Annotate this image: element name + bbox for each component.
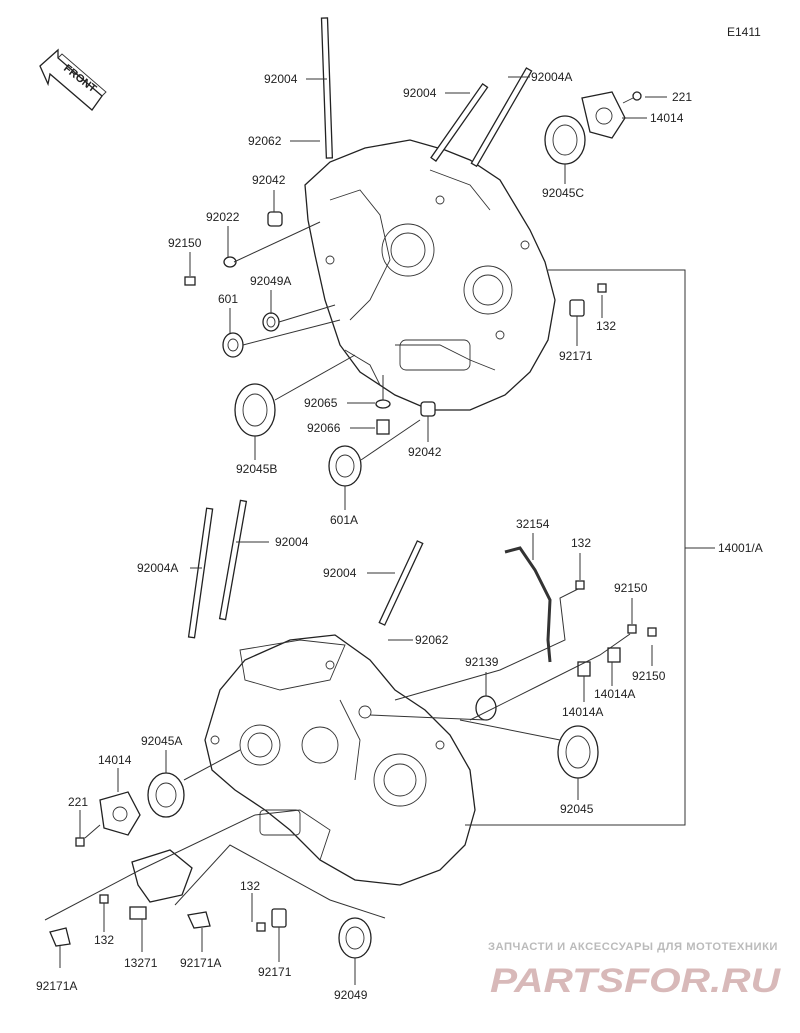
screw-221-lower — [75, 837, 85, 847]
clamp-92171a-right — [187, 911, 211, 929]
bearing-601 — [222, 332, 244, 358]
callout-label: 14014 — [650, 111, 684, 125]
callout-label: 92171A — [180, 956, 221, 970]
callout-label: 92049A — [250, 274, 291, 288]
washer-92065 — [375, 399, 391, 409]
callout-label: 92022 — [206, 210, 240, 224]
callout-label: 92066 — [307, 421, 341, 435]
clamp-92171-upper — [569, 299, 585, 317]
watermark-brand: PARTSFOR.RU — [490, 962, 782, 1000]
callout-label: 14014 — [98, 753, 132, 767]
callout-label: 14001/A — [718, 541, 763, 555]
callout-label: 132 — [94, 933, 114, 947]
clamp-92171a-left — [49, 927, 71, 947]
stud-bolt-upper-2 — [430, 82, 489, 162]
callout-label: 32154 — [516, 517, 550, 531]
figure-code: E1411 — [727, 25, 761, 39]
callout-label: 14014A — [594, 687, 635, 701]
callout-label: 92004A — [137, 561, 178, 575]
callout-label: 92171 — [258, 965, 292, 979]
callout-label: 92004 — [323, 566, 357, 580]
screw-221-upper — [622, 91, 642, 104]
callout-label: 92045B — [236, 462, 277, 476]
bearing-92045c — [544, 115, 586, 165]
bolt-132-lower-a — [99, 894, 109, 904]
stud-bolt-lower-3 — [378, 540, 424, 626]
dowel-92042-lower — [420, 401, 436, 417]
callout-label: 92062 — [415, 633, 449, 647]
breather-pipe-32154 — [504, 546, 552, 663]
leader-lines — [44, 76, 715, 985]
cover-plate-14014-lower — [99, 791, 141, 836]
bracket-13271 — [129, 849, 193, 920]
callout-label: 92045A — [141, 734, 182, 748]
bearing-92045a — [147, 772, 185, 818]
callout-label: 92171 — [559, 349, 593, 363]
callout-label: 92049 — [334, 988, 368, 1002]
cover-plate-14014 — [581, 91, 626, 139]
lower-crankcase-half — [204, 634, 476, 886]
callout-label: 13271 — [124, 956, 158, 970]
callout-label: 14014A — [562, 705, 603, 719]
callout-label: 92139 — [465, 655, 499, 669]
callout-label: 92150 — [614, 581, 648, 595]
stud-bolt-upper-3 — [470, 67, 533, 168]
callout-label: 601 — [218, 292, 238, 306]
plug-92066 — [376, 419, 390, 435]
callout-label: 132 — [596, 319, 616, 333]
bearing-92045 — [557, 725, 599, 779]
callout-label: 92042 — [252, 173, 286, 187]
clamp-92171-lower — [271, 908, 287, 928]
callout-label: 92004 — [275, 535, 309, 549]
callout-label: 92150 — [168, 236, 202, 250]
callout-label: 601A — [330, 513, 358, 527]
stud-bolt-lower-1 — [187, 507, 214, 639]
seal-92049 — [338, 917, 372, 959]
bearing-92045b — [234, 383, 276, 437]
callout-label: 92150 — [632, 669, 666, 683]
bolt-132-middle — [575, 580, 585, 590]
bolt-92150-upper — [184, 276, 196, 286]
dowel-92042-upper — [267, 211, 283, 227]
callout-label: 92004A — [531, 70, 572, 84]
callout-label: 92045C — [542, 186, 584, 200]
bolt-132-lower-b — [256, 922, 266, 932]
upper-crankcase-half — [304, 139, 556, 411]
callout-label: 221 — [68, 795, 88, 809]
callout-label: 92004 — [403, 86, 437, 100]
callout-label: 221 — [672, 90, 692, 104]
bearing-601a — [328, 445, 362, 487]
callout-label: 132 — [240, 879, 260, 893]
callout-label: 92004 — [264, 72, 298, 86]
bracket-14014a — [577, 647, 621, 677]
stud-bolt-lower-2 — [218, 499, 248, 621]
callout-label: 92171A — [36, 979, 77, 993]
callout-label: 92062 — [248, 134, 282, 148]
washer-92022 — [223, 256, 237, 268]
callout-label: 92045 — [560, 802, 594, 816]
callout-label: 132 — [571, 536, 591, 550]
callout-label: 92065 — [304, 396, 338, 410]
watermark-tagline: ЗАПЧАСТИ И АКСЕССУАРЫ ДЛЯ МОТОТЕХНИКИ — [488, 941, 778, 953]
front-arrow-icon: FRONT — [39, 48, 107, 111]
stud-bolt-upper-1 — [320, 17, 334, 159]
bolt-132-upper — [597, 283, 607, 293]
callout-label: 92042 — [408, 445, 442, 459]
seal-92049a — [262, 312, 280, 332]
bolts-92150-lower — [627, 624, 657, 637]
